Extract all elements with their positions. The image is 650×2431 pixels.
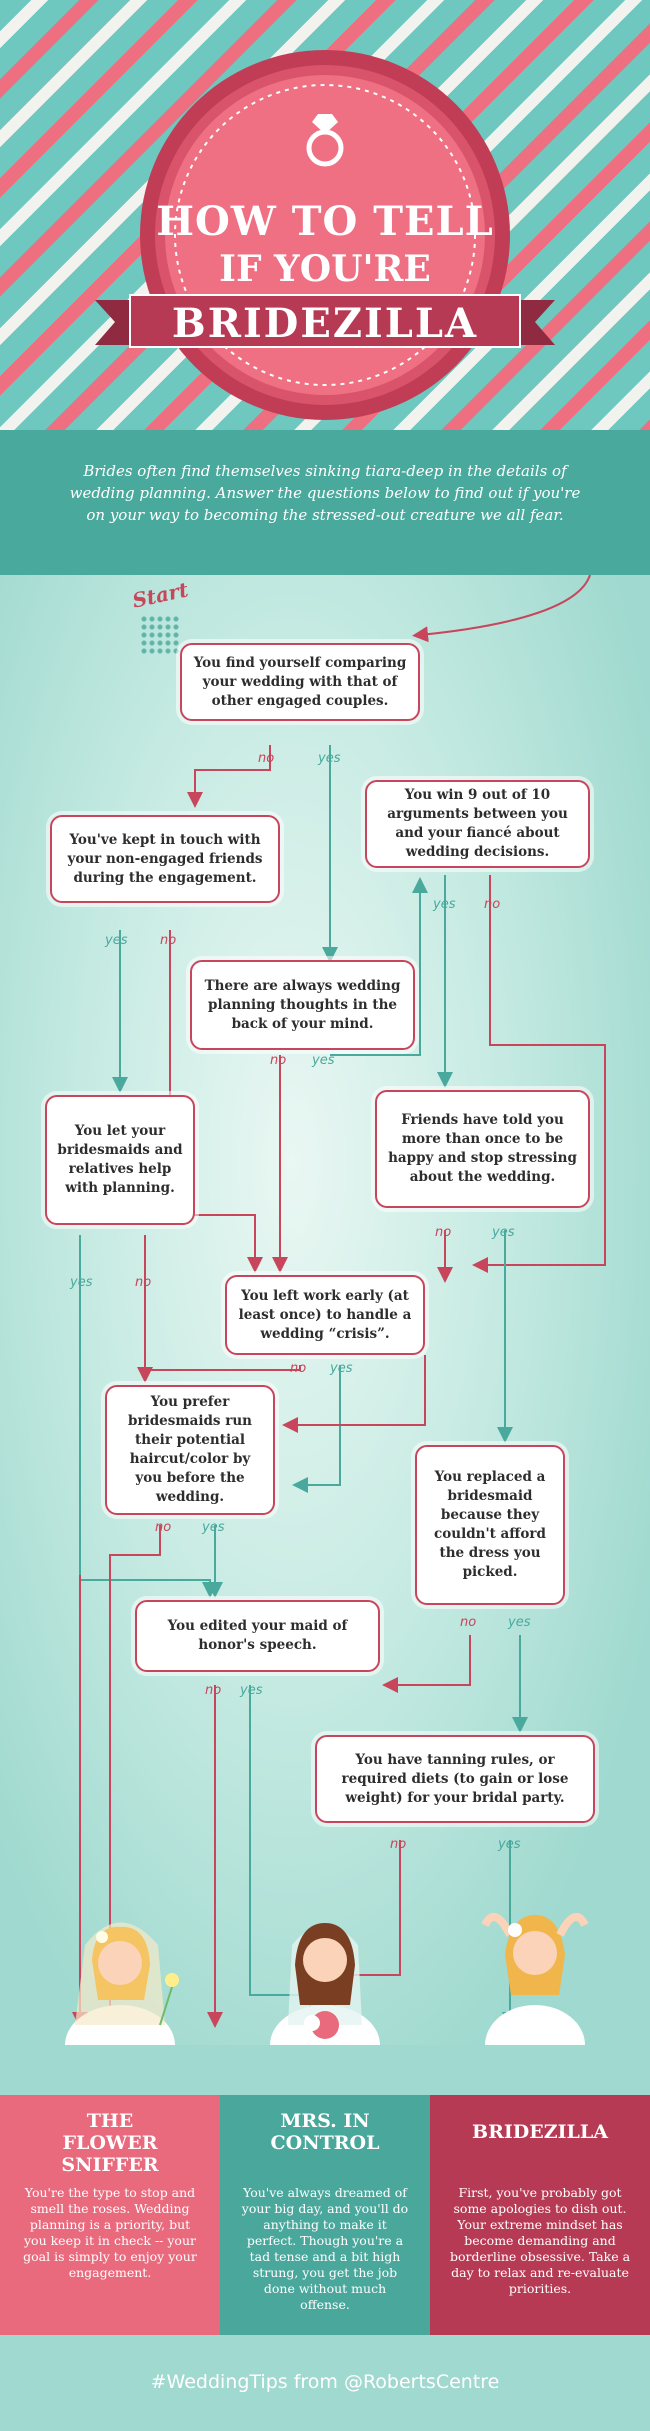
header-banner: HOW TO TELL IF YOU'RE BRIDEZILLA bbox=[0, 0, 650, 430]
result-mrs-in-control: MRS. IN CONTROL You've always dreamed of… bbox=[220, 2095, 430, 2335]
label-no: no bbox=[290, 1361, 307, 1376]
label-yes: yes bbox=[508, 1615, 531, 1630]
label-yes: yes bbox=[433, 897, 456, 912]
result-title: MRS. IN CONTROL bbox=[270, 2110, 380, 2154]
flower-sniffer-bride-illustration bbox=[65, 1922, 179, 2045]
results-section: THE FLOWER SNIFFER You're the type to st… bbox=[0, 2095, 650, 2335]
ring-icon bbox=[306, 114, 344, 167]
intro-section: Brides often find themselves sinking tia… bbox=[0, 430, 650, 575]
label-yes: yes bbox=[318, 751, 341, 766]
question-11: You have tanning rules, or required diet… bbox=[315, 1735, 595, 1823]
title-line-1: HOW TO TELL bbox=[156, 198, 494, 245]
flow-arrows bbox=[72, 575, 606, 2045]
result-text: First, you've probably got some apologie… bbox=[449, 2185, 631, 2296]
bridezilla-bride-illustration bbox=[481, 1913, 589, 2045]
result-title: THE FLOWER SNIFFER bbox=[61, 2110, 159, 2176]
label-yes: yes bbox=[70, 1275, 93, 1290]
label-no: no bbox=[460, 1615, 477, 1630]
label-no: no bbox=[484, 897, 501, 912]
label-no: no bbox=[258, 751, 275, 766]
label-no: no bbox=[390, 1837, 407, 1852]
title-banner-text: BRIDEZILLA bbox=[171, 300, 479, 347]
intro-text: Brides often find themselves sinking tia… bbox=[69, 462, 581, 524]
question-10: You edited your maid of honor's speech. bbox=[135, 1600, 380, 1672]
label-no: no bbox=[205, 1683, 222, 1698]
label-yes: yes bbox=[105, 933, 128, 948]
result-bridezilla: BRIDEZILLA First, you've probably got so… bbox=[430, 2095, 650, 2335]
question-6: Friends have told you more than once to … bbox=[375, 1090, 590, 1208]
label-yes: yes bbox=[202, 1520, 225, 1535]
label-no: no bbox=[270, 1053, 287, 1068]
label-yes: yes bbox=[330, 1361, 353, 1376]
label-yes: yes bbox=[312, 1053, 335, 1068]
title-badge bbox=[95, 50, 555, 420]
result-text: You're the type to stop and smell the ro… bbox=[23, 2185, 197, 2280]
label-no: no bbox=[160, 933, 177, 948]
question-8: You prefer bridesmaids run their potenti… bbox=[105, 1385, 275, 1515]
question-7: You left work early (at least once) to h… bbox=[225, 1275, 425, 1355]
question-3: You win 9 out of 10 arguments between yo… bbox=[365, 780, 590, 868]
label-no: no bbox=[435, 1225, 452, 1240]
question-1: You find yourself comparing your wedding… bbox=[180, 643, 420, 721]
result-text: You've always dreamed of your big day, a… bbox=[241, 2185, 409, 2312]
label-yes: yes bbox=[240, 1683, 263, 1698]
label-yes: yes bbox=[498, 1837, 521, 1852]
footer-credit: #WeddingTips from @RobertsCentre bbox=[150, 2371, 500, 2393]
start-dots bbox=[140, 615, 180, 655]
label-yes: yes bbox=[492, 1225, 515, 1240]
footer: #WeddingTips from @RobertsCentre bbox=[0, 2335, 650, 2431]
title-line-2: IF YOU'RE bbox=[219, 248, 431, 290]
question-9: You replaced a bridesmaid because they c… bbox=[415, 1445, 565, 1605]
question-4: There are always wedding planning though… bbox=[190, 960, 415, 1050]
label-no: no bbox=[135, 1275, 152, 1290]
question-5: You let your bridesmaids and relatives h… bbox=[45, 1095, 195, 1225]
flowchart: Start You find yourself comparing your w… bbox=[0, 575, 650, 2045]
result-flower-sniffer: THE FLOWER SNIFFER You're the type to st… bbox=[0, 2095, 220, 2335]
result-title: BRIDEZILLA bbox=[472, 2121, 608, 2143]
mrs-in-control-bride-illustration bbox=[270, 1923, 380, 2045]
question-2: You've kept in touch with your non-engag… bbox=[50, 815, 280, 903]
label-no: no bbox=[155, 1520, 172, 1535]
